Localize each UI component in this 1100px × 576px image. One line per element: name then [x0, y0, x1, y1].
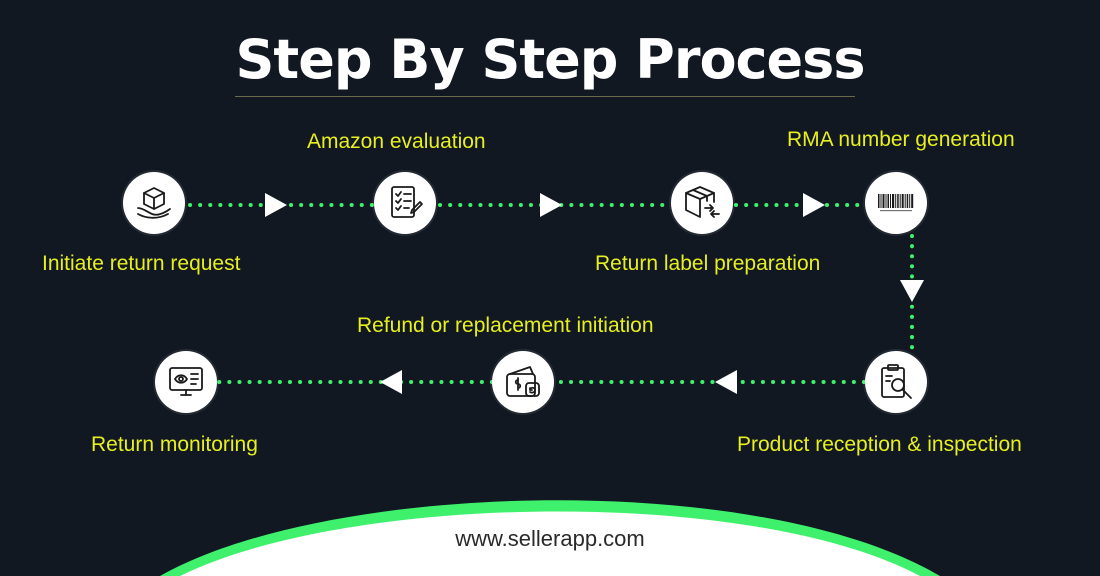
clipboard-search-icon	[865, 351, 927, 413]
arrow-down-1	[900, 280, 924, 302]
arrow-right-3	[803, 193, 825, 217]
wallet-refund-icon	[492, 351, 554, 413]
arrow-right-1	[265, 193, 287, 217]
package-icon	[671, 172, 733, 234]
step-label-2: Amazon evaluation	[307, 130, 486, 153]
step-label-7: Return monitoring	[91, 433, 258, 456]
step-label-5: Product reception & inspection	[737, 433, 1022, 456]
step-label-3: Return label preparation	[595, 252, 821, 275]
step-label-6: Refund or replacement initiation	[357, 314, 654, 337]
checklist-icon	[374, 172, 436, 234]
barcode-icon	[865, 172, 927, 234]
arrow-left-1	[715, 370, 737, 394]
monitor-icon	[155, 351, 217, 413]
page-title: Step By Step Process	[235, 28, 866, 91]
hand-box-icon	[123, 172, 185, 234]
arrow-left-2	[380, 370, 402, 394]
title-underline	[235, 96, 855, 97]
step-label-1: Initiate return request	[42, 252, 241, 275]
arrow-right-2	[540, 193, 562, 217]
step-label-4: RMA number generation	[787, 128, 1015, 151]
footer-url[interactable]: www.sellerapp.com	[455, 526, 645, 551]
